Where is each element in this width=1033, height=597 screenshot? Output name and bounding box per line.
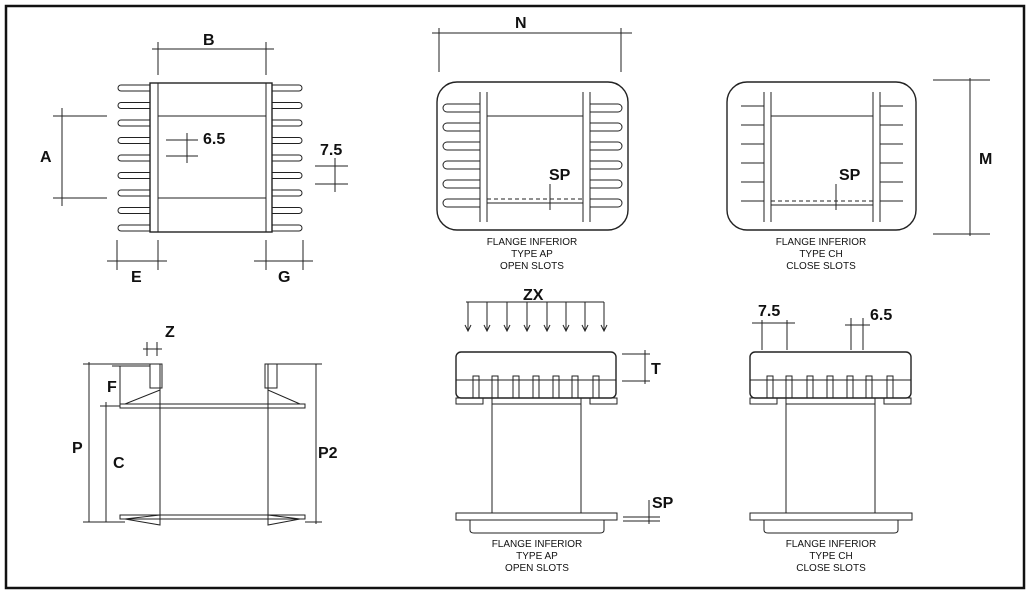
pin-fin bbox=[117, 137, 150, 144]
bobbin-side-view: Z F P C P2 bbox=[72, 324, 338, 526]
dim-n-label: N bbox=[515, 15, 527, 32]
pin bbox=[806, 375, 814, 399]
dim-p-label: P bbox=[72, 440, 83, 457]
open-slot bbox=[590, 141, 623, 151]
open-slot bbox=[442, 198, 480, 208]
caption-line-3: OPEN SLOTS bbox=[505, 563, 569, 574]
dim-p2-label: P2 bbox=[318, 445, 338, 462]
pin bbox=[826, 375, 834, 399]
dim-a-label: A bbox=[40, 149, 52, 166]
open-slot bbox=[590, 179, 623, 189]
drawing-frame bbox=[4, 4, 1026, 590]
arrow-head bbox=[562, 324, 570, 333]
pin bbox=[571, 375, 579, 399]
pin bbox=[552, 375, 560, 399]
open-slot bbox=[442, 103, 480, 113]
pin-fin bbox=[272, 207, 303, 214]
flange-ch-side-view: 7.5 6.5 FLANGE INFERIOR TYPE CH CLOSE SL… bbox=[749, 303, 913, 574]
caption-line-2: TYPE CH bbox=[809, 551, 852, 562]
pin-fin bbox=[272, 84, 303, 92]
pitch-7-5-label: 7.5 bbox=[758, 303, 780, 320]
dim-f-label: F bbox=[107, 379, 117, 396]
bobbin-top-view: B A 6.5 7.5 E G bbox=[40, 32, 348, 286]
pin bbox=[472, 375, 480, 399]
pitch-7-5-label: 7.5 bbox=[320, 142, 342, 159]
dim-g-label: G bbox=[278, 269, 290, 286]
flange-ap-side-view: ZX T SP FLANGE INFERIOR TYPE AP OPEN SLO… bbox=[455, 287, 674, 574]
arrow-head bbox=[523, 324, 531, 333]
caption-line-1: FLANGE INFERIOR bbox=[776, 237, 867, 248]
caption-line-3: CLOSE SLOTS bbox=[786, 261, 856, 272]
arrow-head bbox=[464, 324, 472, 333]
pin-fin bbox=[117, 154, 150, 162]
flange-ap-top-view: N SP FLANGE INFERIOR TYPE AP OPEN SLOTS bbox=[432, 15, 632, 272]
dim-m-label: M bbox=[979, 151, 992, 168]
pin-fin bbox=[272, 154, 303, 162]
pin bbox=[886, 375, 894, 399]
arrow-head bbox=[600, 324, 608, 333]
pin bbox=[766, 375, 774, 399]
caption-line-1: FLANGE INFERIOR bbox=[786, 539, 877, 550]
pin bbox=[532, 375, 540, 399]
pin-fin bbox=[117, 224, 150, 232]
pin bbox=[785, 375, 793, 399]
dim-sp-label: SP bbox=[549, 167, 571, 184]
arrow-head bbox=[543, 324, 551, 333]
pin-fin bbox=[272, 172, 303, 179]
arrow-head bbox=[483, 324, 491, 333]
pitch-6-5-label: 6.5 bbox=[870, 307, 892, 324]
caption-line-1: FLANGE INFERIOR bbox=[492, 539, 583, 550]
caption-line-3: OPEN SLOTS bbox=[500, 261, 564, 272]
open-slot bbox=[590, 122, 623, 132]
arrow-head bbox=[581, 324, 589, 333]
caption-line-1: FLANGE INFERIOR bbox=[487, 237, 578, 248]
dim-zx-label: ZX bbox=[523, 287, 544, 304]
pin bbox=[491, 375, 499, 399]
dim-b-label: B bbox=[203, 32, 215, 49]
open-slot bbox=[442, 122, 480, 132]
pin bbox=[846, 375, 854, 399]
dim-c-label: C bbox=[113, 455, 125, 472]
pin-fin bbox=[272, 189, 303, 197]
pin-fin bbox=[117, 172, 150, 179]
dim-z-label: Z bbox=[165, 324, 175, 341]
open-slot bbox=[442, 160, 480, 170]
pitch-6-5-label: 6.5 bbox=[203, 131, 225, 148]
flange-ch-top-view: SP M FLANGE INFERIOR TYPE CH CLOSE SLOTS bbox=[726, 78, 992, 272]
pin-fin bbox=[117, 84, 150, 92]
open-slot bbox=[590, 198, 623, 208]
dim-sp-label: SP bbox=[652, 495, 674, 512]
caption-line-2: TYPE AP bbox=[511, 249, 553, 260]
caption-line-2: TYPE AP bbox=[516, 551, 558, 562]
pin-fin bbox=[272, 137, 303, 144]
caption-line-2: TYPE CH bbox=[799, 249, 842, 260]
pin-fin bbox=[117, 189, 150, 197]
caption-line-3: CLOSE SLOTS bbox=[796, 563, 866, 574]
dim-e-label: E bbox=[131, 269, 142, 286]
dim-sp-label: SP bbox=[839, 167, 861, 184]
dim-t-label: T bbox=[651, 361, 661, 378]
pin bbox=[512, 375, 520, 399]
pin bbox=[865, 375, 873, 399]
pin-fin bbox=[272, 119, 303, 127]
open-slot bbox=[590, 160, 623, 170]
open-slot bbox=[590, 103, 623, 113]
arrow-head bbox=[503, 324, 511, 333]
pin-fin bbox=[272, 224, 303, 232]
pin-fin bbox=[117, 119, 150, 127]
pin-fin bbox=[117, 102, 150, 109]
open-slot bbox=[442, 179, 480, 189]
pin bbox=[592, 375, 600, 399]
pin-fin bbox=[272, 102, 303, 109]
open-slot bbox=[442, 141, 480, 151]
pin-fin bbox=[117, 207, 150, 214]
